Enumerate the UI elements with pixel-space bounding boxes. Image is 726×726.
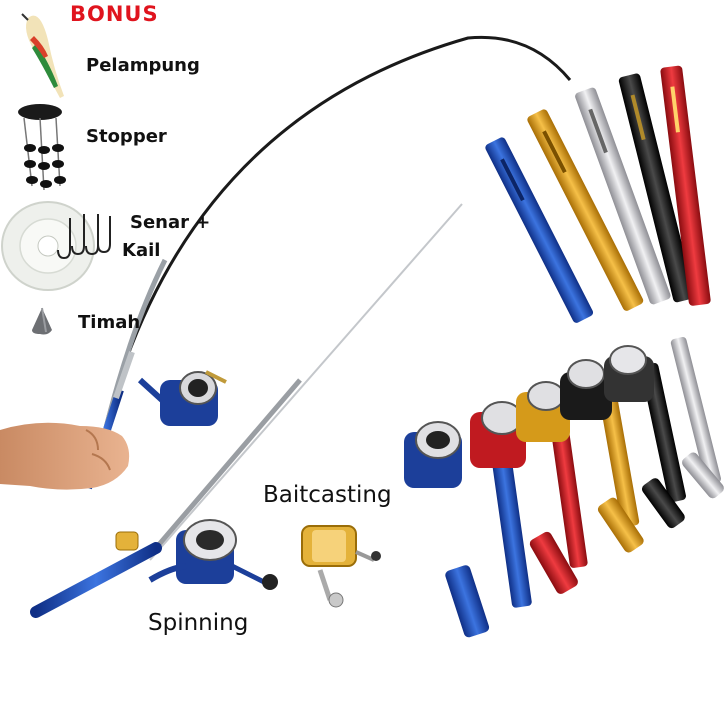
label-senar: Senar + bbox=[130, 212, 211, 233]
label-spinning: Spinning bbox=[148, 610, 249, 636]
reel-on-main-rod bbox=[137, 370, 227, 426]
small-reel bbox=[115, 531, 139, 551]
label-timah: Timah bbox=[78, 312, 141, 333]
stopper-icon bbox=[18, 104, 66, 191]
label-stopper: Stopper bbox=[86, 126, 167, 147]
label-pelampung: Pelampung bbox=[86, 55, 200, 76]
baitcasting-reel bbox=[301, 525, 381, 608]
pen-rods-group bbox=[485, 65, 711, 323]
spinning-reel bbox=[148, 519, 278, 590]
bonus-title: BONUS bbox=[70, 2, 159, 26]
sinker-icon bbox=[32, 307, 52, 335]
hand bbox=[0, 422, 130, 490]
label-baitcasting: Baitcasting bbox=[263, 482, 392, 508]
float-icon bbox=[21, 13, 64, 98]
assembled-rods-group bbox=[404, 336, 724, 638]
label-kail: Kail bbox=[122, 240, 161, 261]
rod-straight bbox=[30, 203, 463, 618]
line-hook-icon bbox=[1, 201, 111, 291]
